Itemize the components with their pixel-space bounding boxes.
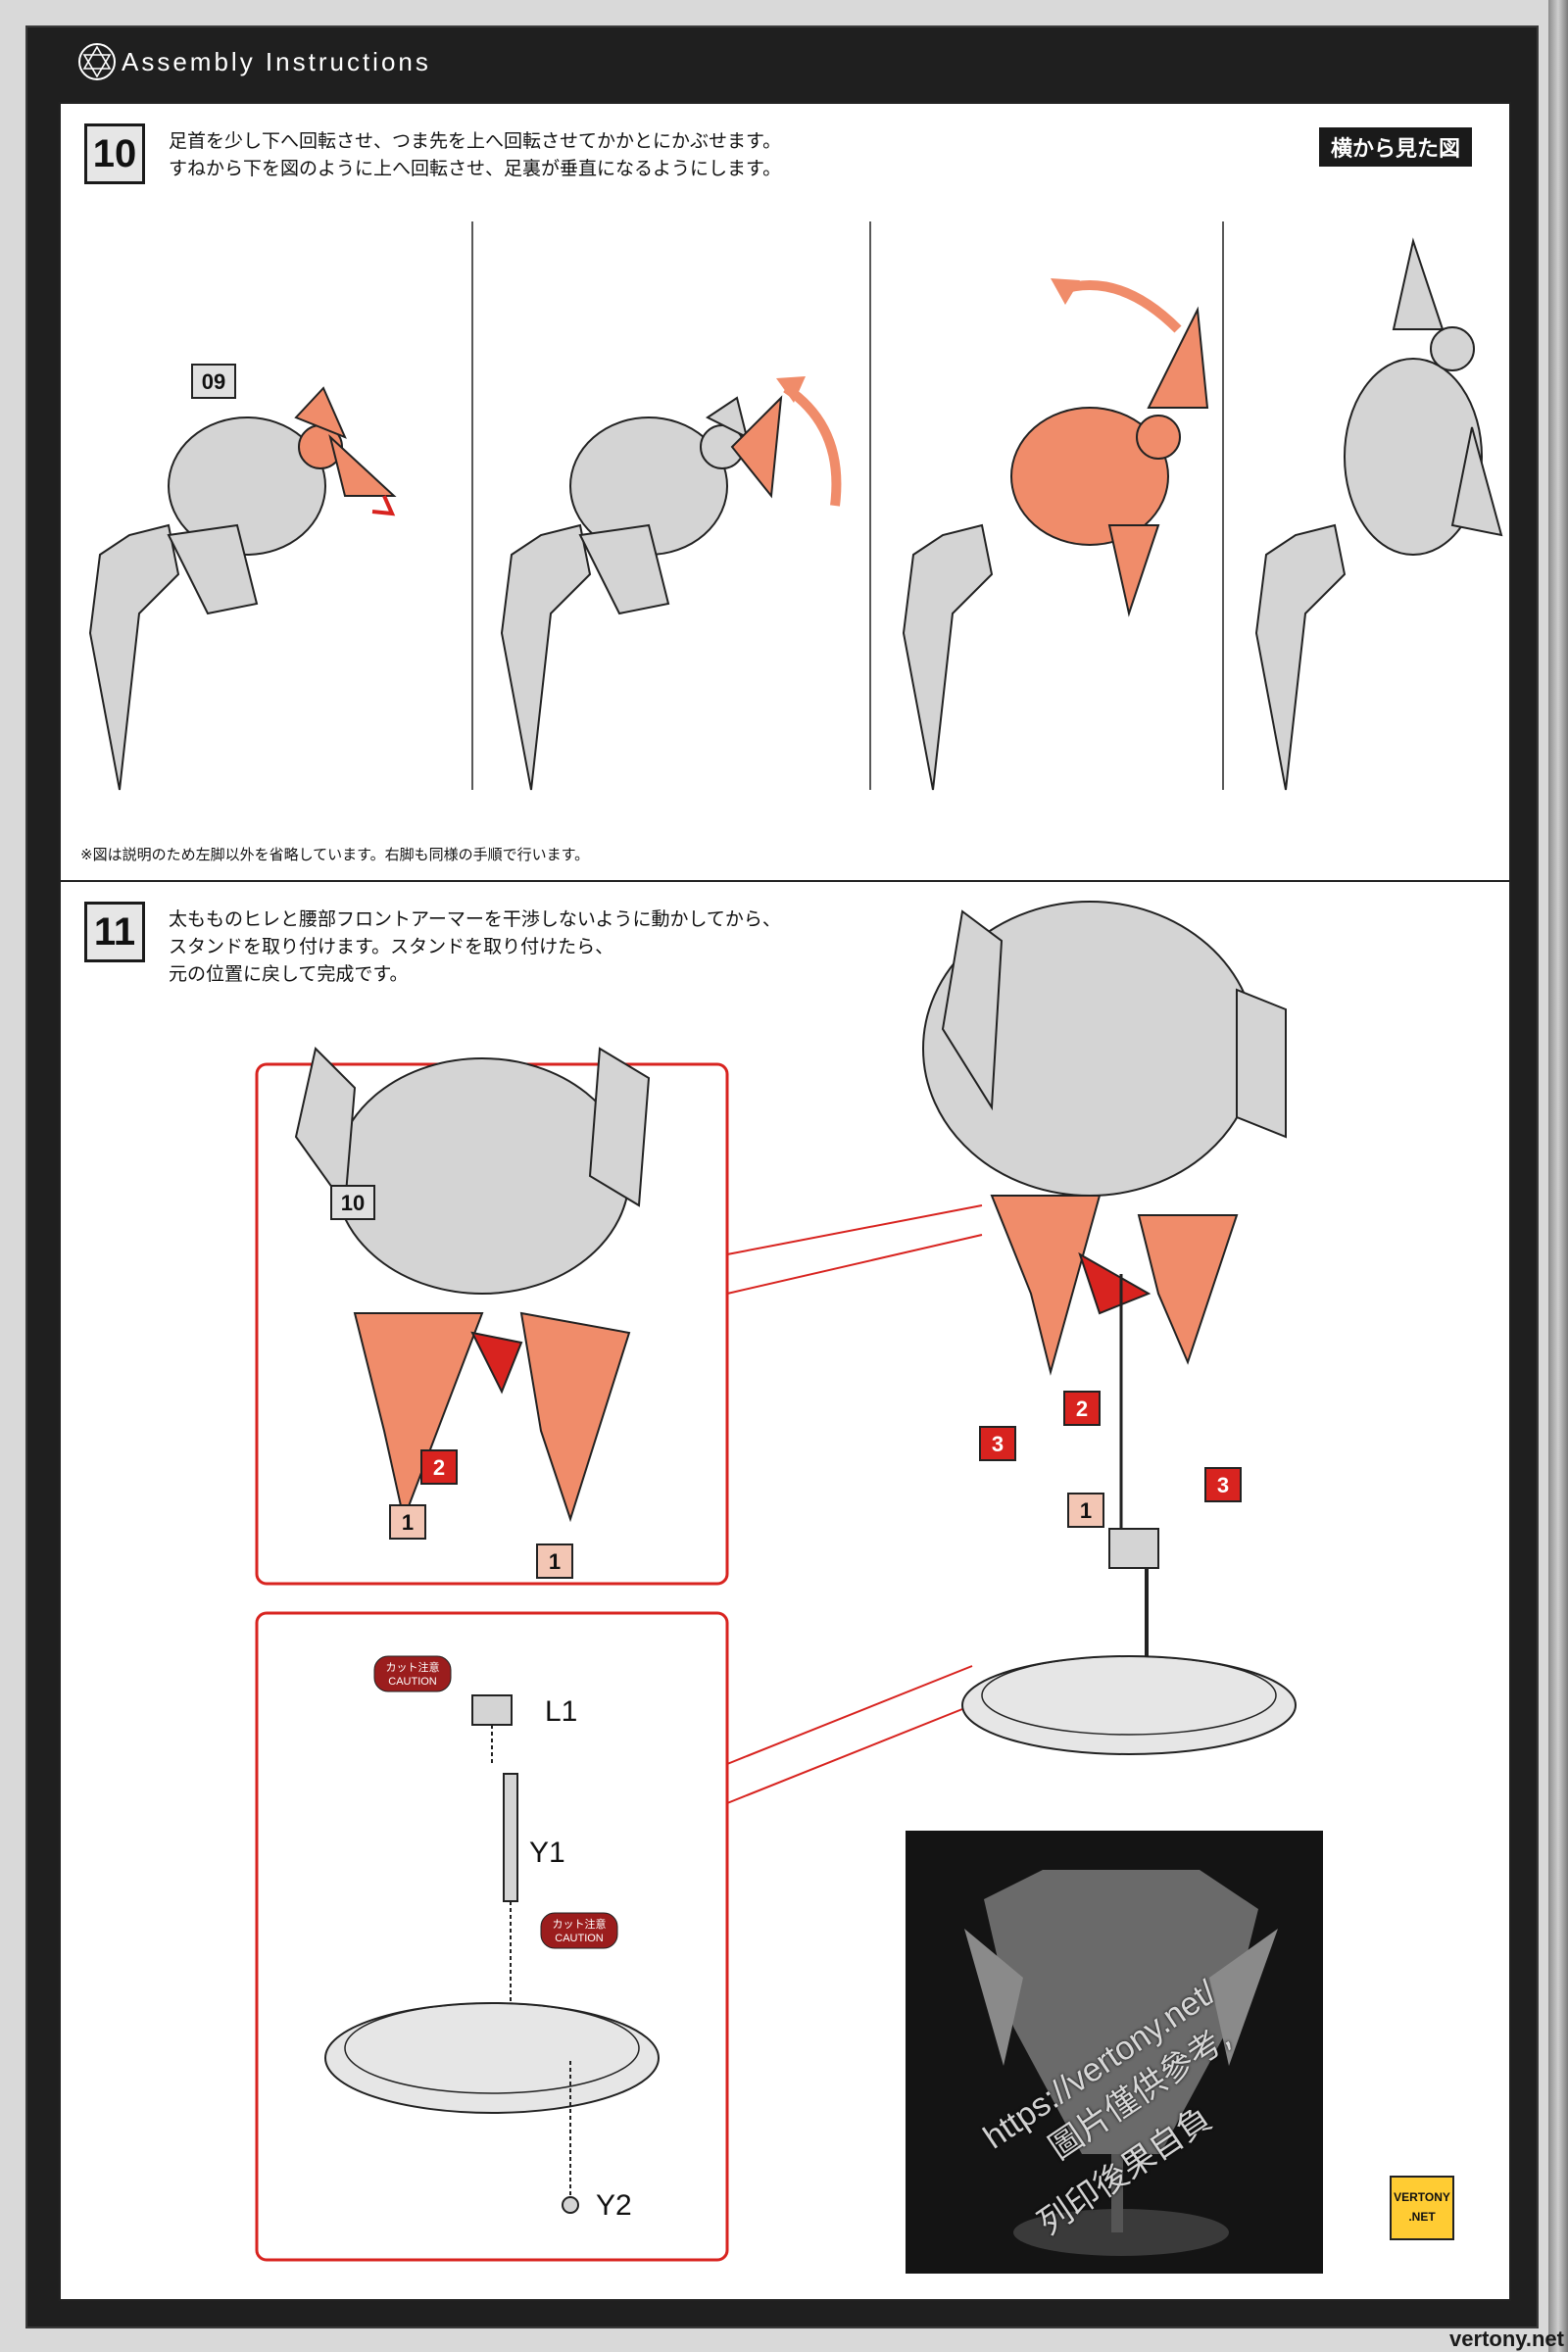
step-11-panel: 11 太もものヒレと腰部フロントアーマーを干渉しないように動かしてから、 スタン… bbox=[59, 880, 1511, 2301]
frame-left-bar bbox=[27, 27, 59, 2327]
figure-assembled bbox=[923, 902, 1296, 1754]
leg-figure-1 bbox=[90, 388, 394, 790]
part-label-l1: L1 bbox=[545, 1695, 577, 1728]
leader-line bbox=[727, 1235, 982, 1294]
caution-tag-1: カット注意 CAUTION bbox=[374, 1656, 451, 1691]
step-tags-assembled: 2 3 3 1 bbox=[980, 1392, 1241, 1527]
caution-jp: カット注意 bbox=[553, 1917, 607, 1931]
logo-line: VERTONY bbox=[1392, 2187, 1452, 2207]
tag-3: 3 bbox=[992, 1432, 1004, 1456]
caution-en: CAUTION bbox=[388, 1676, 437, 1688]
part-label-y2: Y2 bbox=[596, 2189, 632, 2222]
part-y1 bbox=[504, 1774, 517, 1901]
figure-fin-detail bbox=[296, 1049, 649, 1519]
step-number: 10 bbox=[84, 123, 145, 184]
caution-en: CAUTION bbox=[555, 1933, 604, 1944]
page-title: Assembly Instructions bbox=[122, 47, 431, 77]
stand-base bbox=[325, 2003, 659, 2113]
step-instructions: 足首を少し下へ回転させ、つま先を上へ回転させてかかとにかぶせます。 すねから下を… bbox=[169, 127, 781, 182]
leg-rotation-diagram: 09 bbox=[61, 202, 1509, 809]
leg-figure-4 bbox=[1256, 241, 1501, 790]
frame-bottom-bar bbox=[27, 2297, 1537, 2327]
part-y2 bbox=[563, 2197, 578, 2213]
tag-3: 3 bbox=[1217, 1473, 1229, 1497]
leg-figure-3 bbox=[904, 278, 1207, 790]
step-10-panel: 10 足首を少し下へ回転させ、つま先を上へ回転させてかかとにかぶせます。 すねか… bbox=[59, 102, 1511, 882]
vertony-logo: VERTONY .NET bbox=[1390, 2176, 1454, 2240]
instruction-sheet: Assembly Instructions 10 足首を少し下へ回転させ、つま先… bbox=[25, 25, 1539, 2328]
hexagram-emblem-icon bbox=[76, 41, 118, 82]
part-label-y1: Y1 bbox=[529, 1837, 565, 1869]
completed-model-photo: https://vertony.net/ 圖片僅供參考, 列印後果自負 bbox=[906, 1831, 1323, 2274]
instruction-line: すねから下を図のように上へ回転させ、足裏が垂直になるようにします。 bbox=[169, 155, 781, 182]
tag-1: 1 bbox=[549, 1549, 561, 1574]
tag-2: 2 bbox=[1076, 1396, 1088, 1421]
side-view-badge: 横から見た図 bbox=[1319, 127, 1472, 167]
tag-1: 1 bbox=[1080, 1498, 1092, 1523]
tag-2: 2 bbox=[433, 1455, 445, 1480]
ref-tag-10-text: 10 bbox=[341, 1191, 365, 1215]
frame-right-bar bbox=[1507, 27, 1537, 2327]
step-10-note: ※図は説明のため左脚以外を省略しています。右脚も同様の手順で行います。 bbox=[80, 844, 589, 864]
caution-jp: カット注意 bbox=[386, 1660, 440, 1674]
ref-tag-09-text: 09 bbox=[202, 369, 225, 394]
instruction-line: 足首を少し下へ回転させ、つま先を上へ回転させてかかとにかぶせます。 bbox=[169, 127, 781, 155]
tag-1: 1 bbox=[402, 1510, 414, 1535]
logo-line: .NET bbox=[1392, 2207, 1452, 2227]
leg-figure-2 bbox=[502, 376, 836, 790]
caution-tag-2: カット注意 CAUTION bbox=[541, 1913, 617, 1948]
footer-site-link[interactable]: vertony.net bbox=[1449, 2327, 1564, 2352]
stand-parts-exploded bbox=[325, 1695, 659, 2213]
leader-line bbox=[727, 1205, 982, 1254]
leader-line bbox=[727, 1705, 972, 1803]
leader-line bbox=[727, 1666, 972, 1764]
page-edge-strip bbox=[1548, 0, 1568, 2352]
part-l1 bbox=[472, 1695, 512, 1725]
